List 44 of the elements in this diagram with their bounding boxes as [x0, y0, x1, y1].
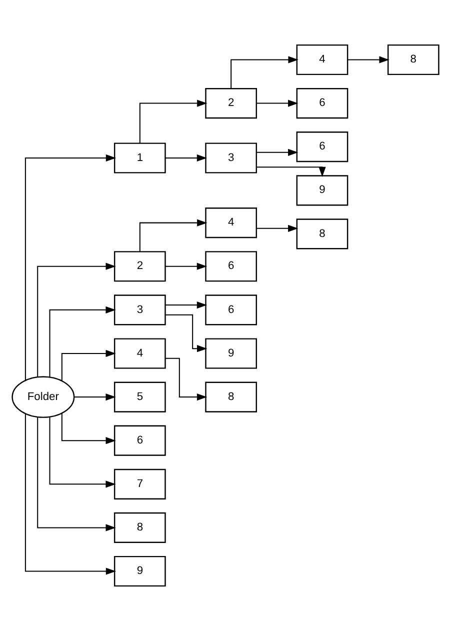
node-box: 1 — [114, 142, 166, 174]
arrow — [37, 417, 116, 532]
arrow — [24, 154, 116, 380]
arrow — [256, 224, 298, 232]
node-box: 9 — [205, 338, 257, 369]
node-box: 6 — [205, 251, 257, 282]
node-box: 8 — [296, 218, 348, 250]
node-box: 2 — [114, 251, 166, 282]
node-box: 8 — [114, 512, 166, 543]
node-box: 2 — [205, 88, 257, 119]
arrow — [49, 417, 116, 488]
node-box: 5 — [114, 382, 166, 412]
node-box: 6 — [296, 132, 348, 162]
node-box: 8 — [205, 382, 257, 412]
arrow — [165, 154, 208, 162]
node-box: 4 — [114, 338, 166, 369]
node-box: 9 — [296, 175, 348, 206]
node-box: 3 — [205, 142, 257, 174]
arrow — [256, 148, 298, 156]
arrow — [49, 306, 116, 377]
node-ellipse: Folder — [12, 376, 75, 418]
arrow — [37, 262, 116, 377]
arrow — [139, 100, 208, 144]
node-box: 9 — [114, 556, 166, 587]
arrow — [165, 314, 208, 352]
arrow — [230, 56, 298, 89]
arrow — [165, 262, 208, 270]
arrow — [61, 413, 116, 444]
arrow — [256, 166, 326, 178]
arrow — [165, 301, 208, 309]
arrow — [74, 393, 116, 401]
node-box: 6 — [296, 88, 348, 119]
arrow — [24, 414, 116, 575]
arrow — [256, 100, 298, 107]
node-box: 6 — [114, 425, 166, 456]
node-box: 6 — [205, 294, 257, 326]
node-box: 4 — [296, 44, 348, 76]
node-box: 8 — [387, 44, 440, 76]
node-box: 3 — [114, 294, 166, 326]
arrow — [139, 219, 208, 252]
arrow — [61, 350, 116, 381]
arrow — [348, 56, 390, 64]
node-box: 7 — [114, 468, 166, 500]
node-box: 4 — [205, 208, 257, 238]
